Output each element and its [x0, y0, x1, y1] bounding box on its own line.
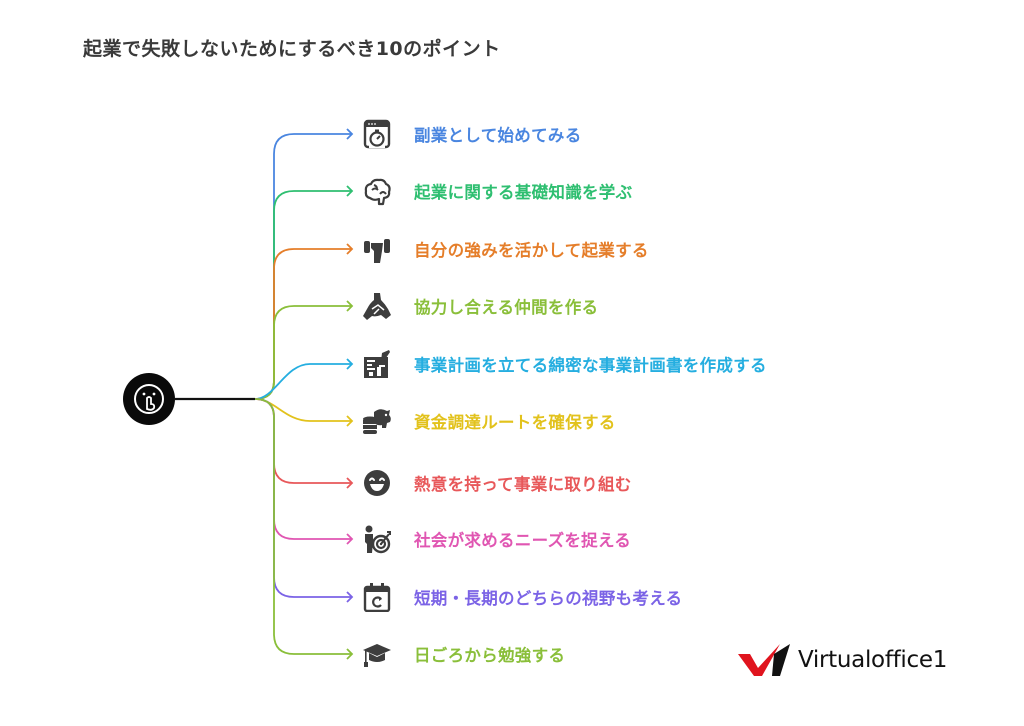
arrow-head-icon — [346, 648, 354, 660]
logo-text: Virtualoffice1 — [798, 647, 948, 673]
branch-label: 日ごろから勉強する — [414, 646, 566, 665]
branch-item: 短期・長期のどちらの視野も考える — [362, 582, 682, 612]
branch-item: 熱意を持って事業に取り組む — [362, 468, 632, 498]
arrow-head-icon — [346, 243, 354, 255]
virtualoffice1-logo: Virtualoffice1 — [736, 640, 947, 680]
branch-label: 協力し合える仲間を作る — [414, 298, 599, 317]
arrow-head-icon — [346, 300, 354, 312]
brain-icon — [364, 178, 391, 206]
branch-line — [254, 398, 352, 422]
branch-line — [254, 398, 352, 598]
branch-line — [254, 248, 352, 400]
branch-item: 社会が求めるニーズを捉える — [362, 524, 631, 554]
branch-label: 起業に関する基礎知識を学ぶ — [414, 183, 633, 202]
branch-label: 社会が求めるニーズを捉える — [414, 531, 632, 550]
calendar-refresh-icon — [363, 583, 391, 612]
team-hands-icon — [363, 293, 391, 320]
branch-line — [254, 190, 352, 400]
branch-item: 副業として始めてみる — [362, 119, 582, 149]
branch-label: 資金調達ルートを確保する — [414, 413, 616, 432]
stopwatch-browser-icon — [363, 119, 391, 149]
arrow-head-icon — [346, 477, 354, 489]
arrow-head-icon — [346, 185, 354, 197]
arrow-head-icon — [346, 358, 354, 370]
branch-line — [254, 363, 352, 400]
branch-item: 資金調達ルートを確保する — [362, 406, 616, 436]
arrow-head-icon — [346, 591, 354, 603]
shush-face-icon — [134, 384, 164, 414]
branch-line — [254, 398, 352, 655]
page-title: 起業で失敗しないためにするべき10のポイント — [83, 38, 501, 60]
arrow-head-icon — [346, 128, 354, 140]
piggy-bank-coins-icon — [363, 409, 391, 434]
arrow-head-icon — [346, 415, 354, 427]
branch-item: 自分の強みを活かして起業する — [362, 234, 649, 264]
business-plan-icon — [364, 350, 390, 378]
branch-item: 日ごろから勉強する — [362, 639, 565, 669]
branch-item: 協力し合える仲間を作る — [362, 291, 598, 321]
branch-label: 熱意を持って事業に取り組む — [414, 475, 632, 494]
branch-line — [254, 133, 352, 400]
branch-item: 起業に関する基礎知識を学ぶ — [362, 176, 632, 206]
root-node — [123, 373, 175, 425]
branch-label: 自分の強みを活かして起業する — [414, 241, 649, 260]
branch-line — [254, 305, 352, 400]
branch-item: 事業計画を立てる綿密な事業計画書を作成する — [362, 349, 767, 379]
arrow-head-icon — [346, 533, 354, 545]
strength-dumbbell-icon — [364, 239, 390, 263]
branch-label: 副業として始めてみる — [414, 126, 582, 145]
branch-label: 事業計画を立てる綿密な事業計画書を作成する — [414, 356, 767, 375]
branch-line — [254, 398, 352, 484]
logo-mark-icon — [738, 644, 790, 676]
graduation-cap-icon — [363, 644, 391, 667]
smiling-face-icon — [364, 470, 390, 496]
person-target-icon — [365, 525, 391, 554]
branch-label: 短期・長期のどちらの視野も考える — [414, 589, 683, 608]
